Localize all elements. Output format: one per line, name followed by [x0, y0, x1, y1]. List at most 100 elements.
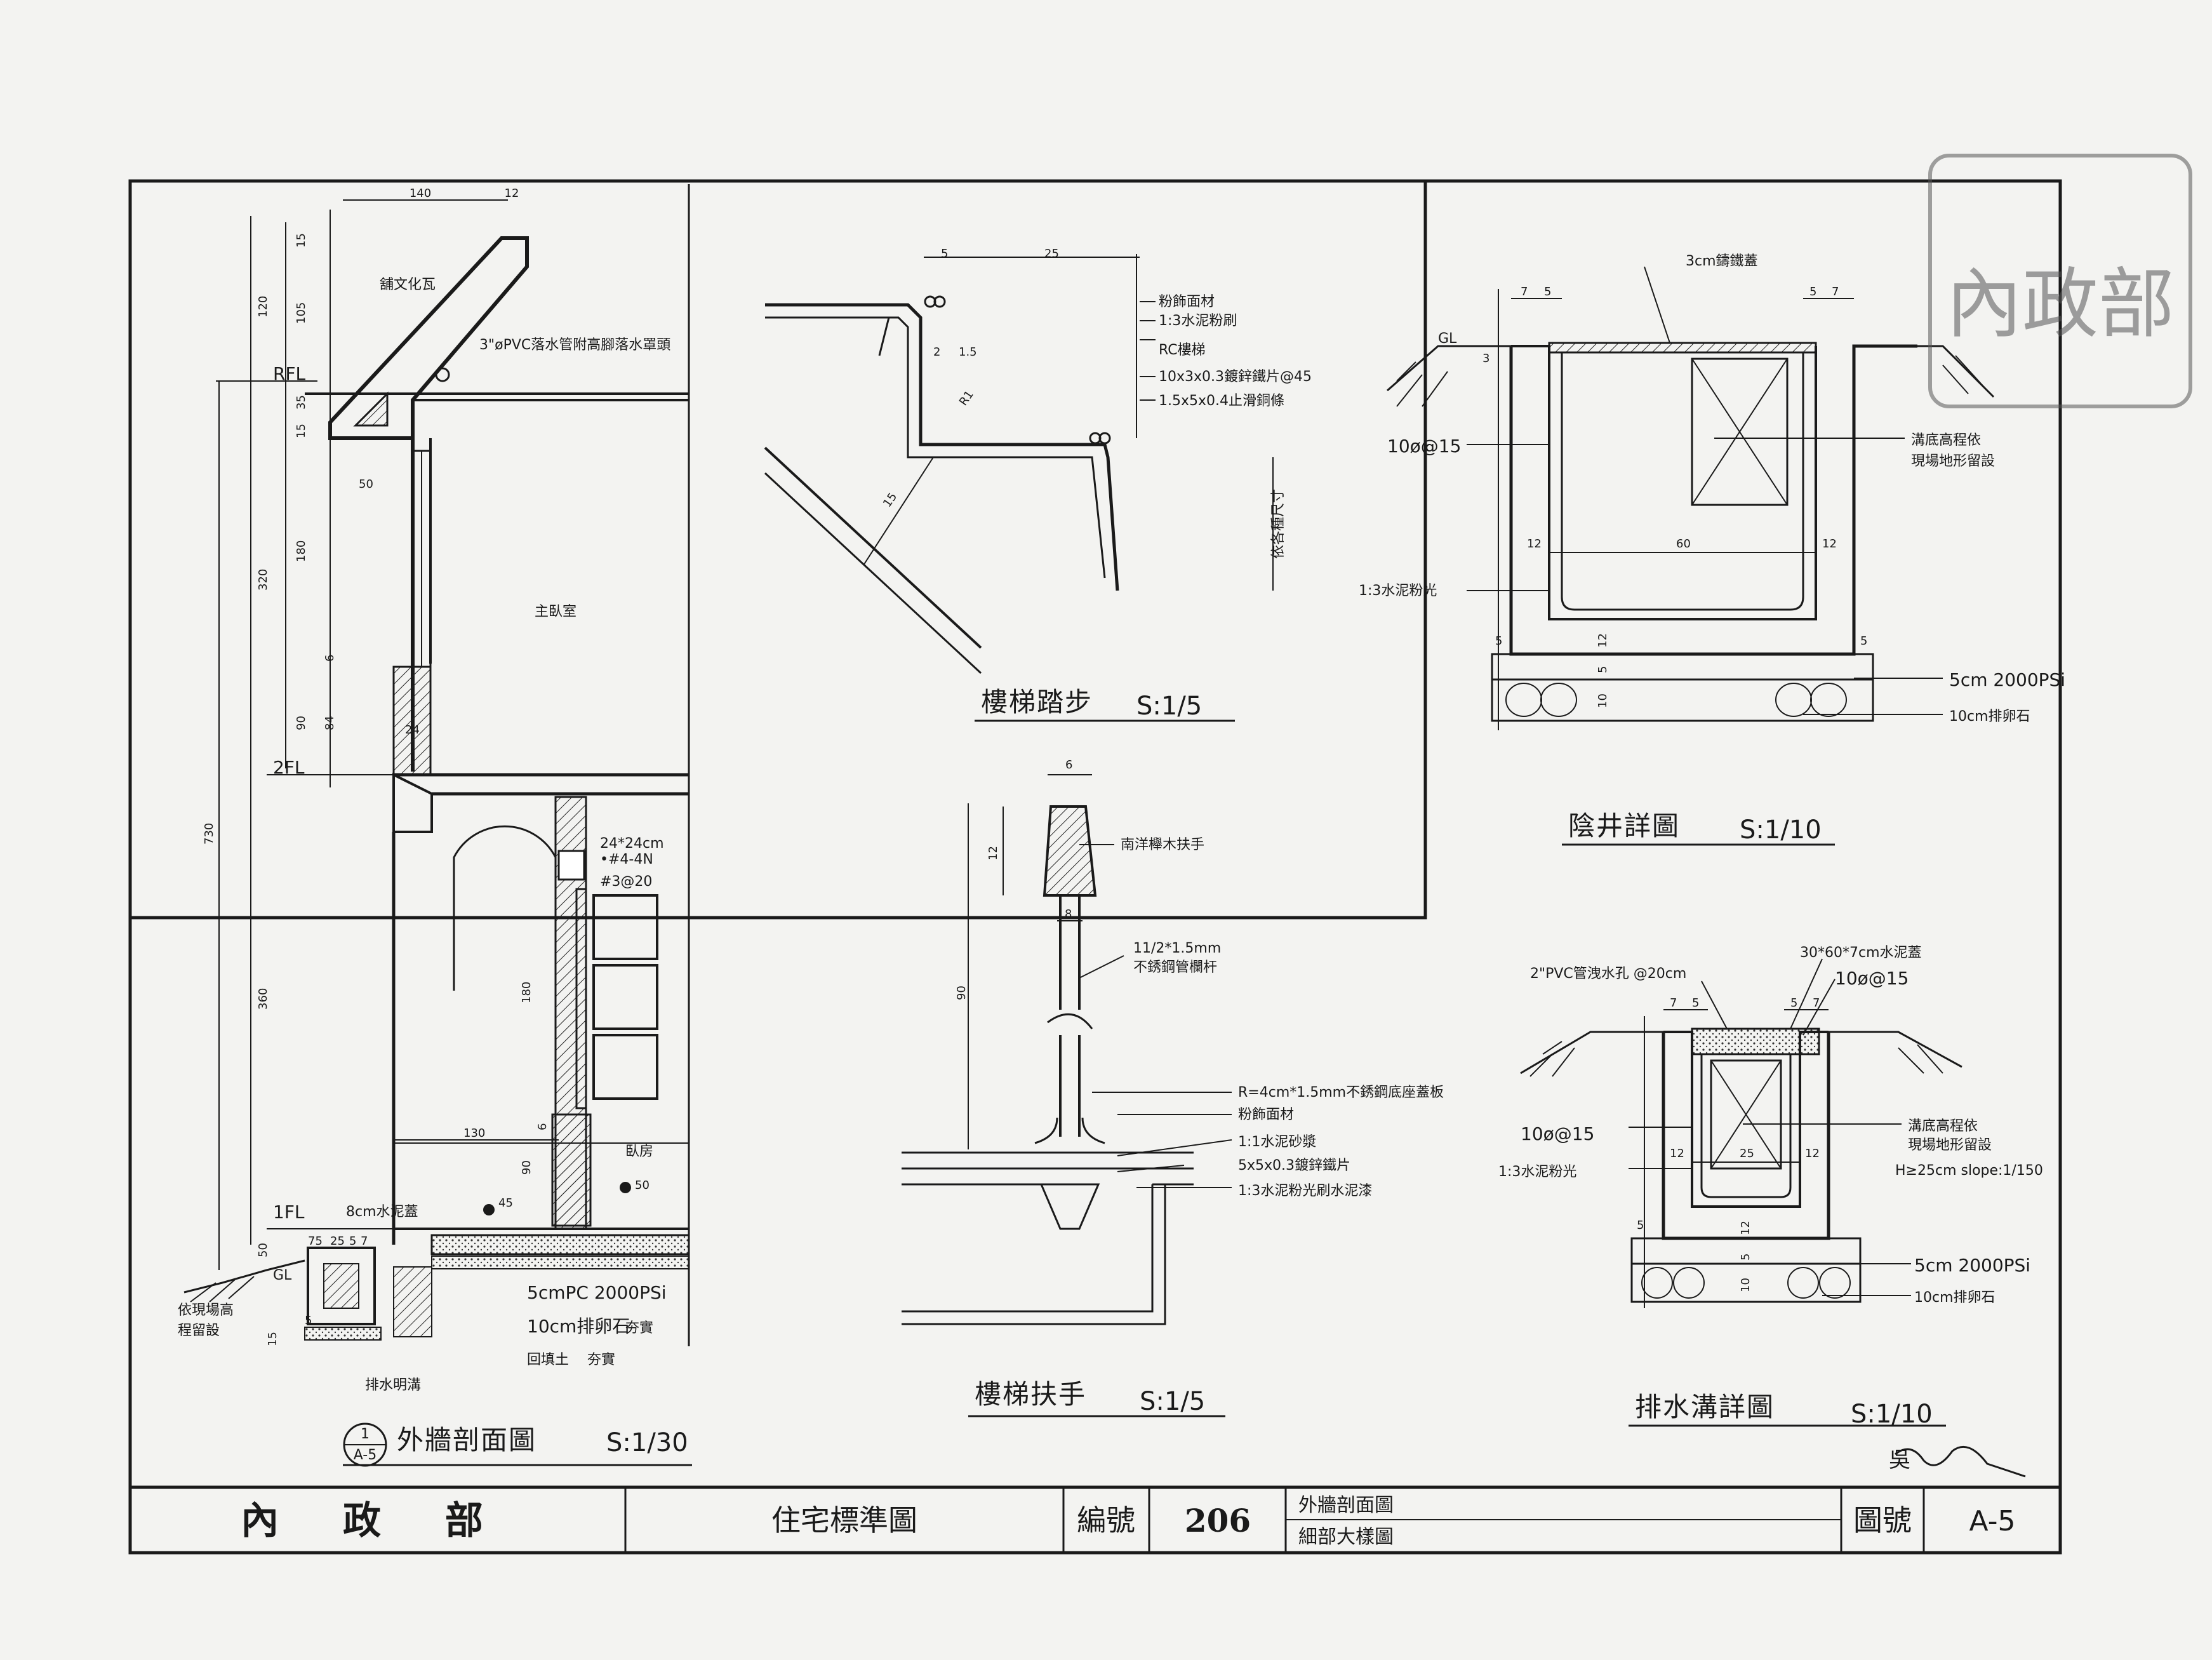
manhole-dim-5a: 5: [1544, 285, 1551, 298]
wall-dim-6b: 6: [536, 1123, 549, 1130]
stair-side-note: 依各種尺寸: [1270, 489, 1286, 559]
stair-dim-15: 15: [881, 490, 900, 510]
roof-tile-label: 舖文化瓦: [380, 277, 436, 293]
manhole-cover-note: 3cm鑄鐵蓋: [1686, 253, 1758, 269]
manhole-dim-12a: 12: [1527, 537, 1542, 551]
drain-rebar-left: 10ø@15: [1521, 1123, 1594, 1144]
drain-dim-7b: 7: [1813, 996, 1820, 1010]
handrail-note-wood: 南洋櫸木扶手: [1121, 837, 1204, 853]
open-drain-note: 排水明溝: [365, 1377, 421, 1393]
wall-dim-7: 7: [361, 1235, 368, 1248]
handrail-scale: S:1/5: [1140, 1387, 1205, 1416]
wall-dim-6a: 6: [323, 655, 336, 662]
wall-dim-140: 140: [410, 187, 431, 200]
manhole-gravel: [1505, 683, 1847, 717]
level-rfl: RFL: [273, 363, 306, 384]
ministry-name: 內 政 部: [241, 1499, 509, 1543]
handrail-note-plate: 5x5x0.3鍍鋅鐵片: [1238, 1158, 1350, 1174]
wall-dim-730: 730: [203, 823, 216, 845]
stair-dim-5: 5: [941, 247, 948, 260]
stair-step-drawing: [764, 254, 1274, 674]
drain-detail-drawing: [1520, 958, 1962, 1308]
seal-stamp-text: 內政部: [1946, 260, 2175, 349]
handrail-dim-90: 90: [955, 986, 968, 1000]
drain-dim-5a: 5: [1692, 996, 1699, 1010]
slab-note-45: 45: [498, 1196, 513, 1210]
drain-dim-25: 25: [1740, 1147, 1754, 1160]
manhole-drawing: [1387, 266, 1995, 730]
wall-dim-5b: 5: [305, 1314, 312, 1327]
manhole-scale: S:1/10: [1740, 815, 1822, 845]
drain-dim-5b: 5: [1790, 996, 1797, 1010]
manhole-dim-60: 60: [1676, 537, 1691, 551]
handrail-note-finish: 粉飾面材: [1238, 1107, 1294, 1123]
wall-dim-5a: 5: [349, 1235, 356, 1248]
manhole-dim-10: 10: [1596, 693, 1609, 708]
drain-gravel: [1641, 1267, 1851, 1299]
section-ref-number: 1: [361, 1426, 370, 1442]
wall-dim-24: 24: [405, 723, 420, 737]
sheet-number: A-5: [1969, 1505, 2015, 1537]
level-gl: GL: [273, 1268, 292, 1283]
handrail-note-pipe-size: 11/2*1.5mm: [1133, 940, 1221, 956]
stair-dim-1-5: 1.5: [959, 345, 977, 359]
drain-slope: H≥25cm slope:1/150: [1895, 1163, 2043, 1179]
stair-step-scale: S:1/5: [1136, 692, 1202, 721]
manhole-dim-3: 3: [1482, 352, 1489, 365]
manhole-note-2: 現場地形留設: [1911, 453, 1995, 469]
handrail-note-paint: 1:3水泥粉光刷水泥漆: [1238, 1183, 1372, 1199]
manhole-dim-12c: 12: [1596, 633, 1609, 648]
handrail-note-base: R=4cm*1.5mm不銹鋼底座蓋板: [1238, 1085, 1444, 1101]
drain-plaster: 1:3水泥粉光: [1498, 1164, 1576, 1180]
drain-cover-note: 8cm水泥蓋: [346, 1204, 418, 1220]
manhole-gravel-note: 10cm排卵石: [1949, 709, 2030, 725]
serial-label: 編號: [1077, 1503, 1135, 1537]
site-note-1: 依現場高: [178, 1302, 234, 1318]
drain-cover-note: 30*60*7cm水泥蓋: [1800, 945, 1922, 961]
manhole-dim-12b: 12: [1822, 537, 1837, 551]
wall-dim-35: 35: [295, 395, 308, 410]
manhole-note-1: 溝底高程依: [1911, 432, 1981, 448]
drain-dim-7a: 7: [1670, 996, 1677, 1010]
manhole-dim-5c: 5: [1495, 634, 1502, 648]
manhole-pc: 5cm 2000PSi: [1949, 669, 2065, 690]
manhole-dim-5b: 5: [1809, 285, 1816, 298]
wall-dim-105: 105: [295, 302, 308, 324]
manhole-dim-7b: 7: [1832, 285, 1839, 298]
site-note-2: 程留設: [178, 1323, 220, 1339]
handrail-dim-6: 6: [1065, 758, 1072, 772]
handrail-dim-8: 8: [1065, 907, 1072, 921]
handrail-note-pipe: 不銹鋼管欄杆: [1133, 960, 1217, 975]
manhole-dim-5d: 5: [1860, 634, 1867, 648]
wall-dim-130: 130: [463, 1127, 485, 1140]
handrail-note-mortar: 1:1水泥砂漿: [1238, 1134, 1316, 1150]
content-line-2: 細部大樣圖: [1298, 1526, 1394, 1548]
wall-dim-180a: 180: [295, 540, 308, 562]
wall-dim-15b: 15: [295, 424, 308, 438]
seal-stamp: 內政部: [1928, 154, 2192, 408]
signature-text: 吳: [1889, 1447, 1910, 1473]
drain-pipe-note: 3"øPVC落水管附高腳落水罩頭: [479, 337, 670, 353]
pc-note: 5cmPC 2000PSi: [527, 1282, 667, 1303]
drain-dim-5d: 5: [1739, 1254, 1752, 1261]
drain-dim-5c: 5: [1637, 1219, 1644, 1232]
drain-note-1: 溝底高程依: [1908, 1118, 1978, 1134]
drain-pc: 5cm 2000PSi: [1914, 1255, 2030, 1276]
section-reference: 1 A-5: [343, 1422, 387, 1467]
wall-dim-75: 75: [308, 1235, 323, 1248]
wall-dim-50b: 50: [257, 1243, 270, 1257]
wall-dim-360: 360: [257, 988, 270, 1010]
compact-note-1: 夯實: [625, 1320, 653, 1336]
wall-dim-90b: 90: [520, 1160, 533, 1175]
room-bedroom: 臥房: [625, 1144, 653, 1160]
manhole-dim-5e: 5: [1596, 666, 1609, 673]
handrail-dim-12: 12: [987, 846, 1000, 860]
level-2fl: 2FL: [273, 757, 305, 778]
sheet-border: [128, 179, 1427, 920]
drawing-set-name: 住宅標準圖: [771, 1503, 917, 1537]
stair-note-plaster: 1:3水泥粉刷: [1159, 313, 1237, 329]
content-line-1: 外牆剖面圖: [1298, 1494, 1394, 1516]
manhole-gl: GL: [1438, 331, 1457, 347]
drain-scale: S:1/10: [1851, 1400, 1933, 1429]
